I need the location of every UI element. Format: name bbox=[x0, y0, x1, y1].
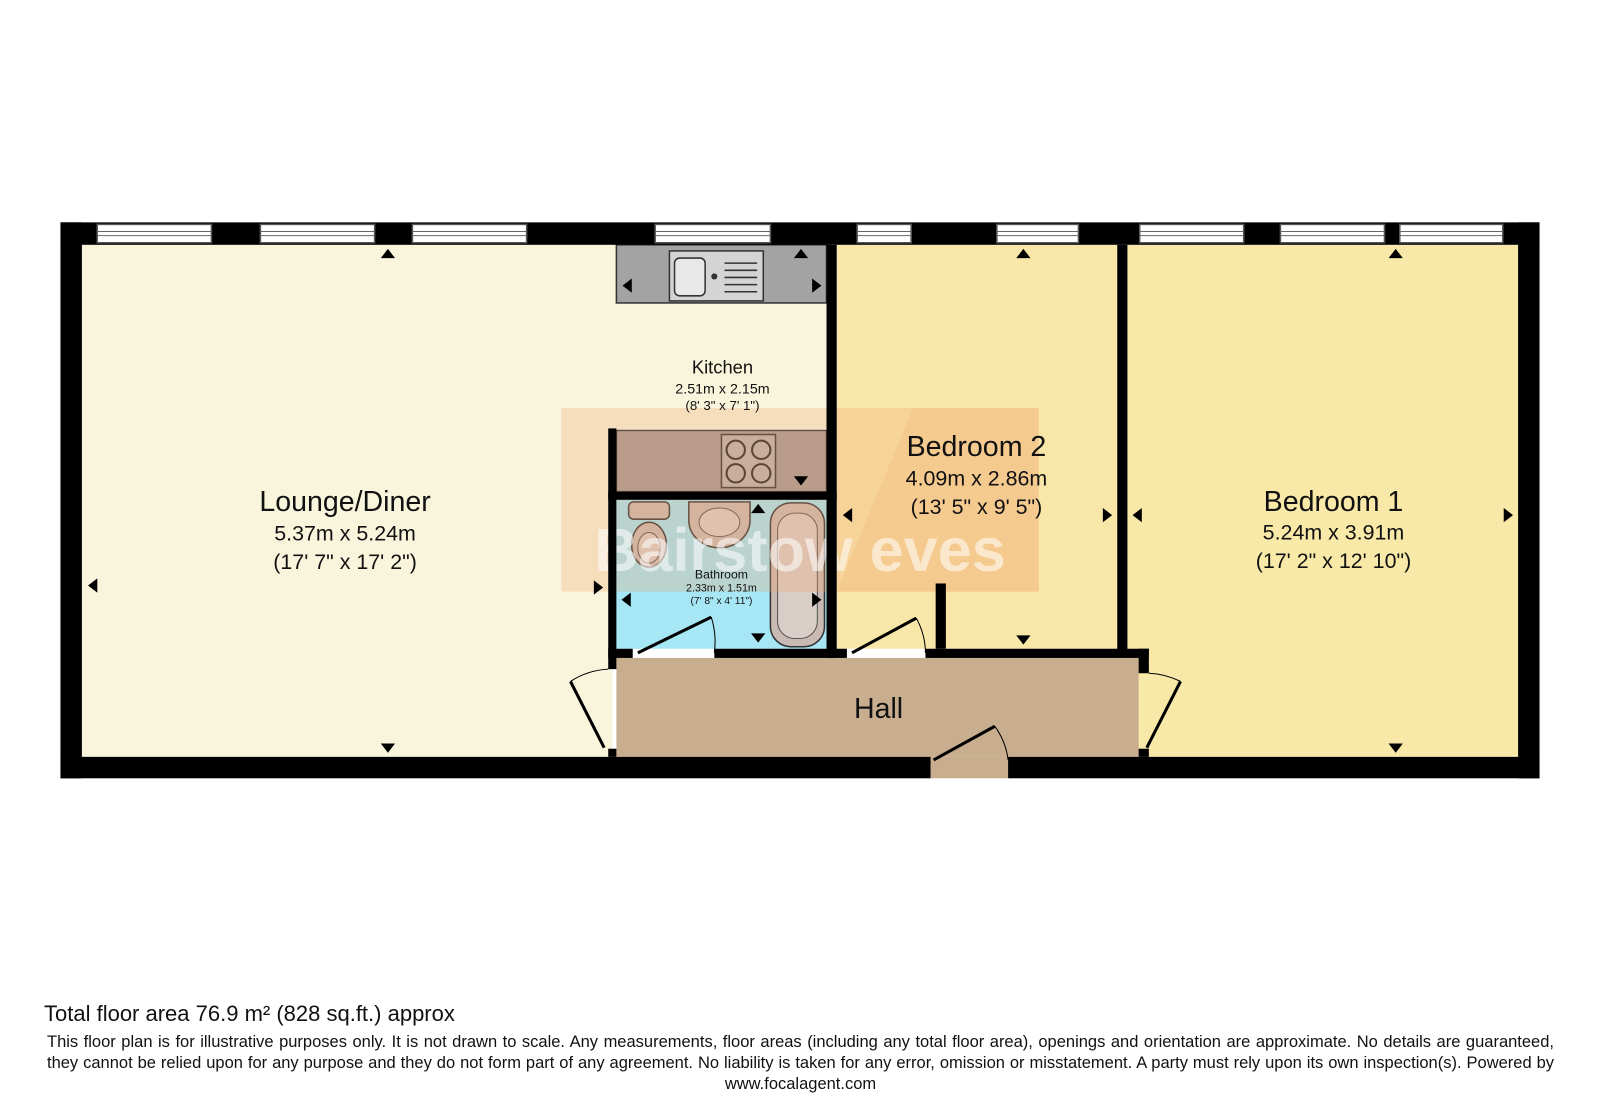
wall bbox=[1117, 244, 1128, 653]
sink-icon bbox=[668, 250, 765, 302]
measurement-marker-icon bbox=[793, 248, 809, 259]
room-dimensions-metric: 2.51m x 2.15m bbox=[675, 382, 769, 398]
wall bbox=[608, 748, 617, 757]
room-name: Lounge/Diner bbox=[259, 486, 431, 518]
measurement-marker-icon bbox=[621, 592, 631, 607]
room-dimensions-imperial: (8' 3" x 7' 1") bbox=[685, 398, 759, 413]
measurement-marker-icon bbox=[812, 592, 822, 607]
measurement-marker-icon bbox=[812, 278, 822, 293]
hob-icon bbox=[720, 433, 777, 489]
measurement-marker-icon bbox=[1102, 507, 1113, 523]
measurement-marker-icon bbox=[1503, 507, 1514, 523]
bedroom-1-label: Bedroom 1 5.24m x 3.91m (17' 2" x 12' 10… bbox=[1256, 486, 1411, 573]
measurement-marker-icon bbox=[380, 248, 396, 259]
measurement-marker-icon bbox=[593, 580, 604, 595]
measurement-marker-icon bbox=[1016, 635, 1031, 645]
window bbox=[1399, 223, 1504, 244]
measurement-marker-icon bbox=[793, 476, 809, 486]
bedroom-1-floor bbox=[1127, 244, 1519, 757]
wall bbox=[1138, 648, 1149, 674]
kitchen-counter bbox=[615, 244, 828, 304]
measurement-marker-icon bbox=[88, 578, 98, 593]
room-dimensions-imperial: (17' 7" x 17' 2") bbox=[273, 550, 417, 574]
room-dimensions-metric: 5.24m x 3.91m bbox=[1263, 521, 1405, 545]
wall bbox=[1138, 748, 1149, 757]
wall bbox=[60, 222, 82, 779]
bedroom-2-door bbox=[851, 616, 926, 655]
measurement-marker-icon bbox=[380, 743, 396, 753]
measurement-marker-icon bbox=[842, 507, 853, 523]
total-floor-area: Total floor area 76.9 m² (828 sq.ft.) ap… bbox=[44, 1001, 455, 1026]
windows bbox=[96, 223, 1504, 244]
window bbox=[411, 223, 528, 244]
front-door bbox=[932, 724, 1009, 762]
wall bbox=[1008, 756, 1540, 779]
measurement-marker-icon bbox=[1016, 248, 1031, 259]
wall bbox=[925, 648, 1149, 658]
watermark-logo: Bairstow eves bbox=[561, 408, 1039, 592]
window bbox=[996, 223, 1080, 244]
bedroom-2-floor bbox=[836, 244, 1118, 649]
wall bbox=[608, 491, 837, 500]
room-dimensions-metric: 2.33m x 1.51m bbox=[686, 583, 757, 595]
hall-label: Hall bbox=[854, 693, 903, 725]
room-dimensions-metric: 5.37m x 5.24m bbox=[274, 522, 416, 546]
wall bbox=[1518, 222, 1540, 779]
disclaimer: This floor plan is for illustrative purp… bbox=[47, 1033, 1554, 1093]
window bbox=[654, 223, 772, 244]
window bbox=[259, 223, 376, 244]
front-door-threshold bbox=[930, 756, 1009, 779]
bathroom-label: Bathroom 2.33m x 1.51m (7' 8" x 4' 11") bbox=[686, 567, 757, 607]
bathroom-door bbox=[637, 615, 716, 655]
wall bbox=[714, 648, 847, 658]
window bbox=[856, 223, 912, 244]
room-dimensions-imperial: (7' 8" x 4' 11") bbox=[691, 596, 753, 607]
wall bbox=[60, 756, 931, 779]
wall bbox=[935, 583, 946, 649]
measurement-marker-icon bbox=[622, 278, 632, 293]
lounge-door bbox=[569, 668, 609, 749]
window bbox=[96, 223, 213, 244]
bedroom-1-door bbox=[1145, 672, 1182, 749]
measurement-marker-icon bbox=[1388, 248, 1403, 259]
measurement-marker-icon bbox=[751, 503, 766, 514]
lounge-diner-label: Lounge/Diner 5.37m x 5.24m (17' 7" x 17'… bbox=[259, 486, 431, 574]
measurement-marker-icon bbox=[751, 633, 766, 643]
window bbox=[1138, 223, 1245, 244]
window bbox=[1279, 223, 1386, 244]
hall-floor bbox=[616, 657, 1139, 757]
kitchen-label: Kitchen 2.51m x 2.15m (8' 3" x 7' 1") bbox=[675, 356, 769, 413]
room-name: Kitchen bbox=[692, 356, 753, 377]
wall bbox=[826, 244, 837, 658]
room-dimensions-imperial: (13' 5" x 9' 5") bbox=[911, 495, 1043, 519]
measurement-markers bbox=[88, 248, 1514, 753]
watermark-text: Bairstow eves bbox=[594, 516, 1006, 584]
bath-icon bbox=[769, 502, 826, 648]
wall bbox=[608, 428, 617, 670]
wall bbox=[608, 648, 633, 658]
toilet-icon bbox=[627, 501, 671, 568]
room-name: Bedroom 1 bbox=[1264, 486, 1404, 518]
room-dimensions-metric: 4.09m x 2.86m bbox=[906, 467, 1048, 491]
room-name: Bedroom 2 bbox=[907, 431, 1047, 463]
lounge-diner-kitchen-floor bbox=[81, 244, 827, 757]
measurement-marker-icon bbox=[1132, 507, 1142, 523]
room-name: Bathroom bbox=[695, 567, 748, 581]
measurement-marker-icon bbox=[1388, 743, 1403, 753]
bedroom-2-label: Bedroom 2 4.09m x 2.86m (13' 5" x 9' 5") bbox=[906, 431, 1048, 519]
basin-icon bbox=[688, 501, 751, 549]
room-dimensions-imperial: (17' 2" x 12' 10") bbox=[1256, 549, 1411, 573]
